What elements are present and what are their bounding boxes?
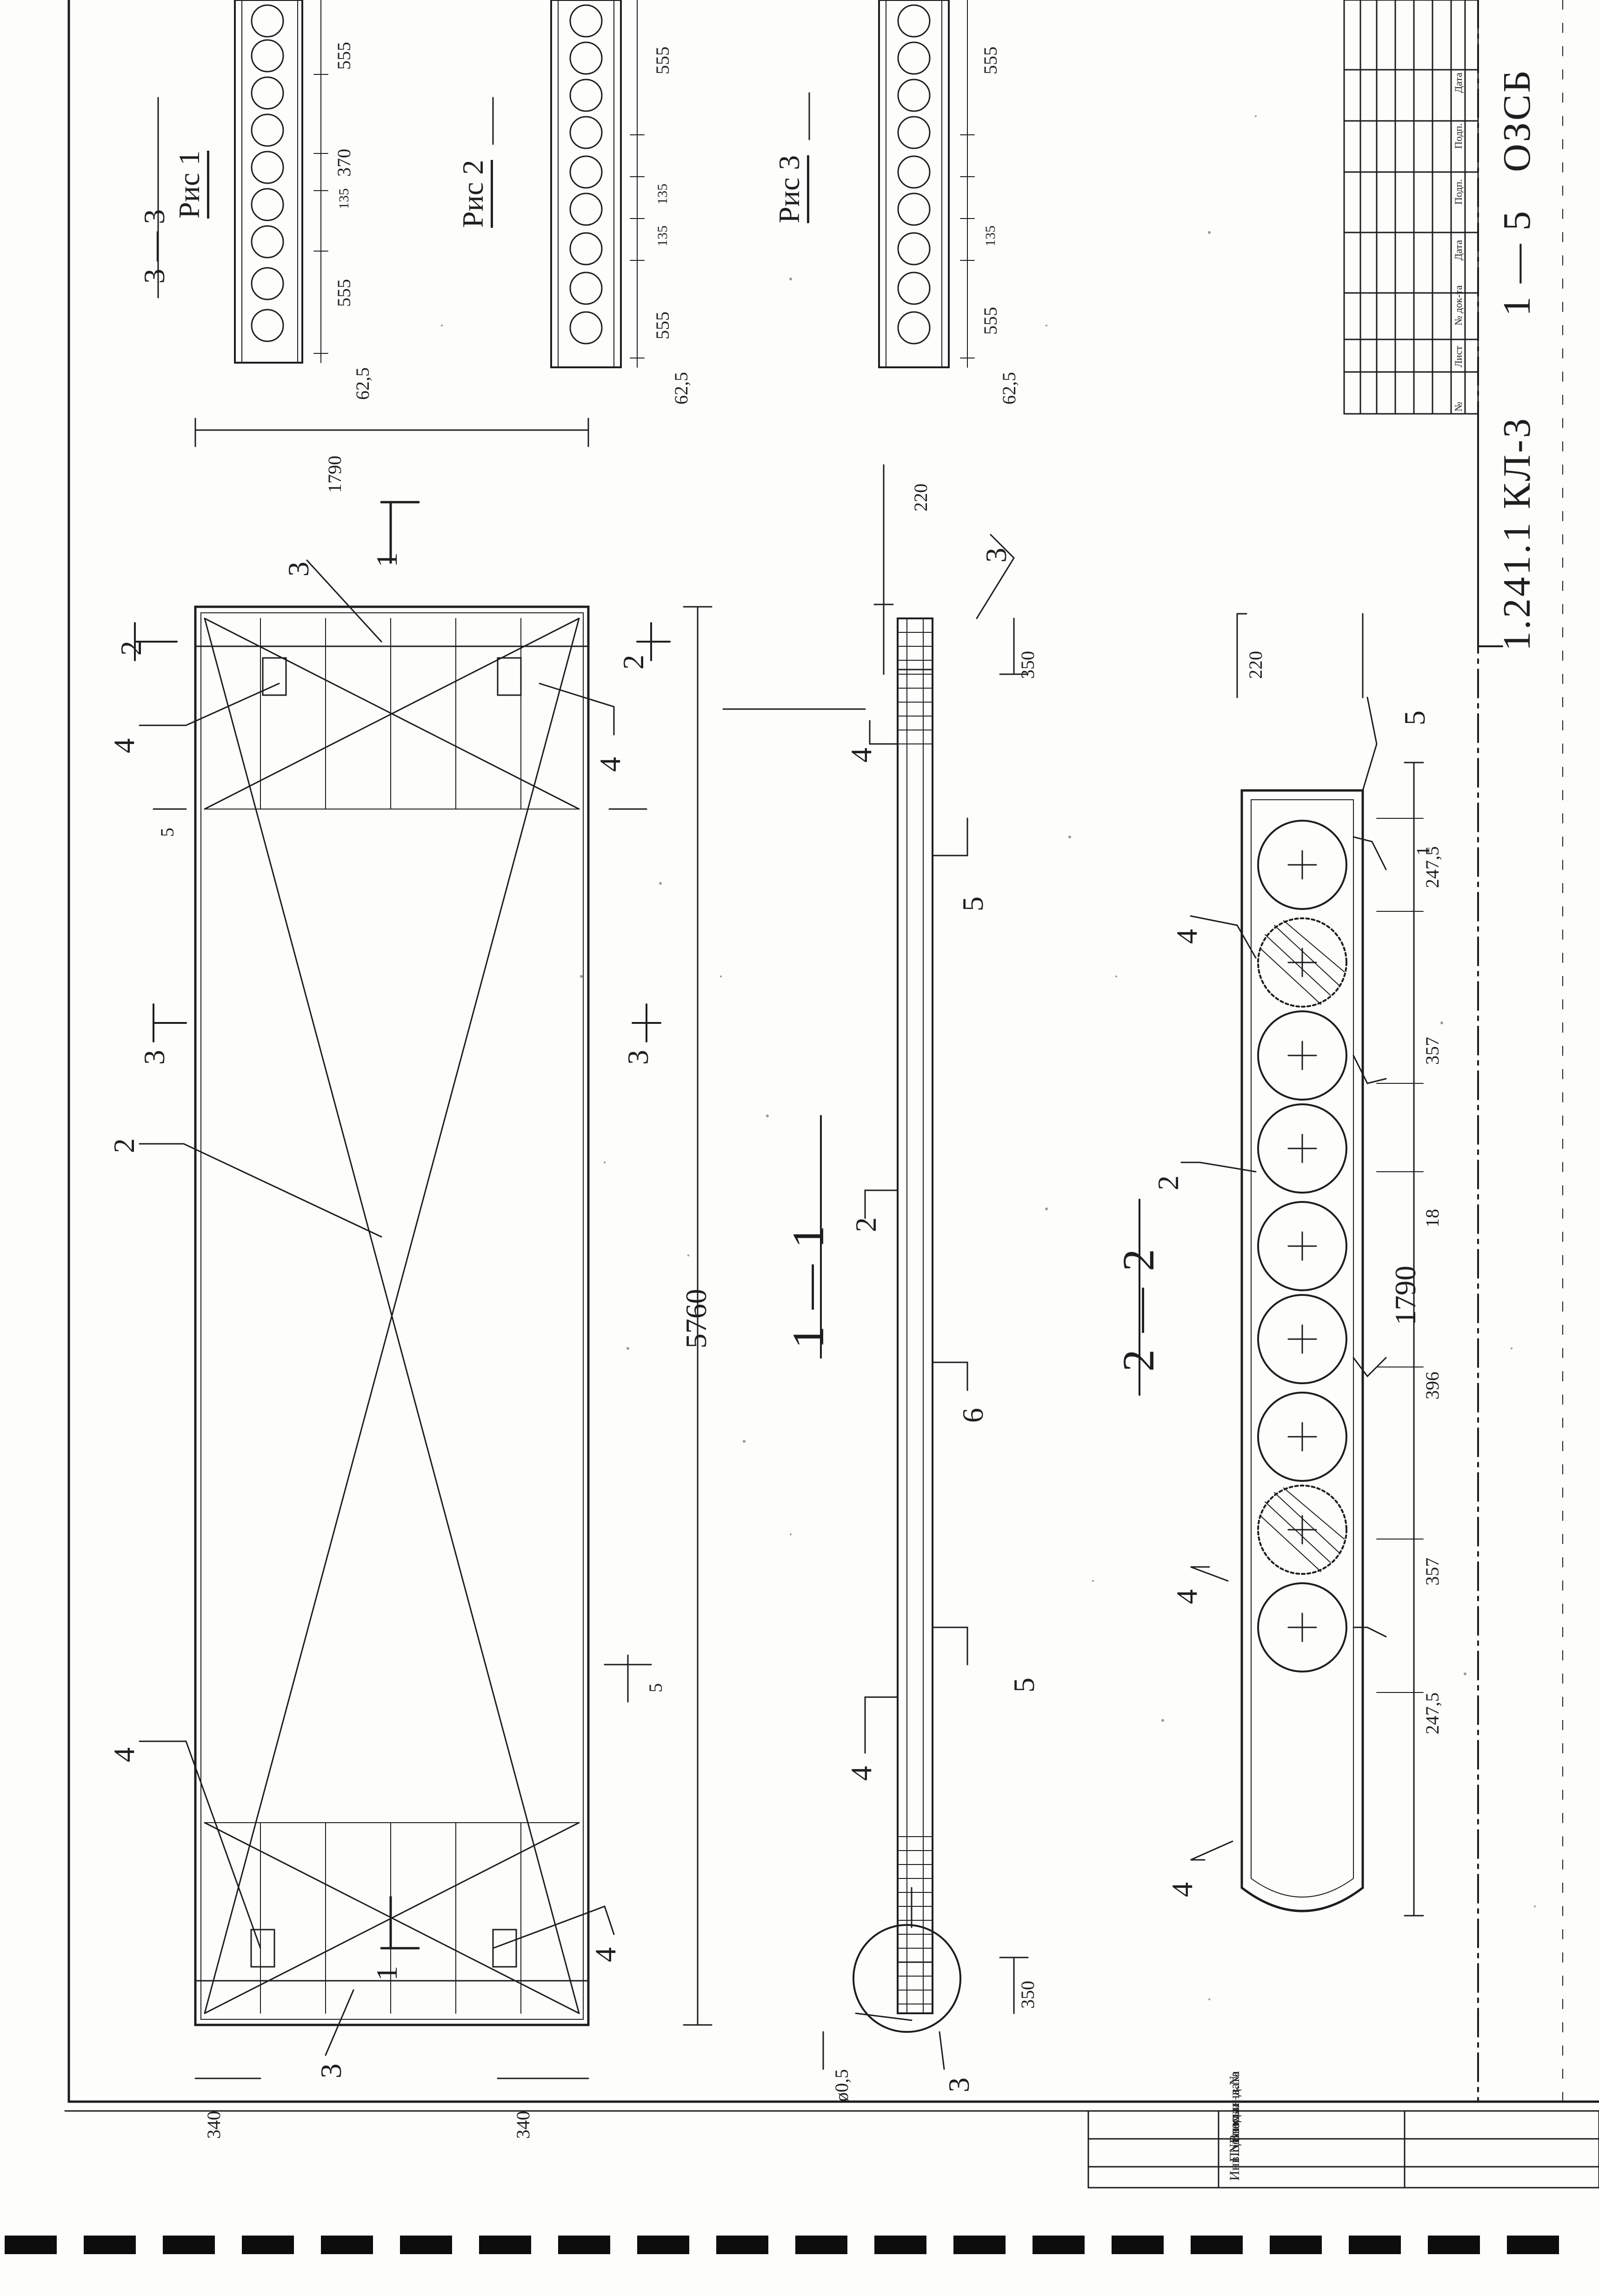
rib2-dim-555-b: 555: [652, 46, 673, 74]
dim-357-b: 357: [1422, 1558, 1443, 1586]
void-circles: [1257, 820, 1347, 1672]
callout-4-s22-c: 4: [1166, 1882, 1199, 1897]
drawing-code: 1.241.1 КЛ-3: [1495, 417, 1539, 651]
edge-dim-left: 340: [203, 2111, 224, 2139]
section-1-mark-top: 1: [370, 552, 403, 567]
title-block: [1343, 0, 1503, 647]
callout-4-plan-a: 4: [107, 738, 140, 753]
edge-dim-right: 340: [513, 2111, 533, 2139]
section-1-1: [722, 464, 1029, 2070]
callout-2-bottom: 2: [617, 655, 650, 670]
rib1-dim-370: 370: [333, 149, 354, 177]
callout-3-s11-b: 3: [942, 2077, 975, 2092]
section-5-mark-bottom: 5: [645, 1683, 666, 1692]
rib-details: [157, 0, 975, 368]
dim-247-5-b: 247,5: [1422, 1692, 1443, 1734]
callout-2-top: 2: [114, 641, 147, 656]
rib3-dim-135: 135: [983, 226, 998, 246]
tb-col-date-2: Дата: [1452, 73, 1464, 93]
section-2-2: [1139, 613, 1424, 1917]
callout-2-s22: 2: [1152, 1175, 1185, 1190]
callout-1-s22: 1: [1412, 846, 1433, 856]
callout-4-s11-b: 4: [845, 1766, 878, 1781]
plan-width-dim: 1790: [324, 456, 345, 493]
tb-col-doc: № док-та: [1452, 285, 1464, 325]
section-5-mark-top: 5: [157, 828, 178, 837]
section22-height-dim: 220: [1245, 651, 1266, 679]
tb-col-date: Дата: [1452, 240, 1464, 260]
section-width-dim: 1790: [1389, 1266, 1422, 1325]
callout-4-s22-b: 4: [1170, 1589, 1203, 1604]
callout-4-plan-b: 4: [593, 757, 626, 772]
scan-border-stripe: [0, 2227, 1599, 2260]
callout-5-s11-b: 5: [1007, 1678, 1040, 1692]
callout-2-s11: 2: [849, 1217, 882, 1232]
document-type: ОЗСБ: [1495, 68, 1539, 172]
section-3-mark-bottom: 3: [621, 1050, 654, 1065]
rib3-dim-555-b: 555: [980, 46, 1001, 74]
figure-2-label: Рис 2: [456, 159, 493, 228]
callout-5-s22-a: 5: [1398, 710, 1431, 725]
rib3-dim-62-5: 62,5: [999, 372, 1019, 405]
rib1-dim-62-5: 62,5: [352, 367, 373, 400]
dim-396: 396: [1422, 1372, 1443, 1400]
section-1-1-title: 1 — 1: [783, 1223, 833, 1348]
figure-1-label: Рис 1: [173, 150, 209, 219]
callout-5-s11-a: 5: [956, 896, 989, 911]
rib1-dim-555: 555: [333, 279, 354, 307]
section-1-mark-bottom: 1: [370, 1966, 403, 1981]
sheet-number: 1 — 5: [1495, 209, 1539, 316]
dim-357-a: 357: [1422, 1037, 1443, 1065]
section-2-2-title: 2 — 2: [1113, 1246, 1163, 1372]
callout-3-plan-b: 3: [314, 2064, 347, 2078]
rib1-dim-555-b: 555: [333, 42, 354, 70]
detail-ref: ø0,5: [831, 2069, 852, 2102]
rib2-dim-62-5: 62,5: [671, 372, 692, 405]
end-zone-dim-a: 350: [1017, 651, 1038, 679]
dim-18: 18: [1422, 1209, 1443, 1228]
tb-col-sign-2: Подп.: [1452, 123, 1464, 149]
plan-view: [134, 418, 713, 2079]
callout-2-leader: 2: [107, 1138, 140, 1153]
callout-4-s11-a: 4: [845, 748, 878, 763]
rib1-dim-135: 135: [336, 188, 352, 209]
section-3-3-title: 3 — 3: [138, 209, 171, 284]
callout-4-plan-c: 4: [107, 1747, 140, 1762]
figure-3-label: Рис 3: [773, 155, 809, 223]
callout-3-s11-a: 3: [979, 548, 1013, 563]
end-zone-dim-b: 350: [1017, 1981, 1038, 2009]
tb-col-num: №: [1452, 402, 1464, 411]
callout-4-s22-a: 4: [1170, 929, 1203, 944]
callout-6-s11: 6: [956, 1408, 989, 1423]
approval-table: [1087, 2110, 1599, 2189]
tb-col-sign: Подп.: [1452, 179, 1464, 205]
section-3-mark-top: 3: [138, 1050, 171, 1065]
callout-3-plan-a: 3: [282, 562, 315, 577]
tb-col-sheet: Лист: [1452, 345, 1464, 367]
section11-height-dim: 220: [910, 484, 931, 511]
rib2-dim-135-b: 135: [655, 184, 670, 205]
rib2-dim-555: 555: [652, 312, 673, 339]
side-vzam-inv: Взам.инв.№: [1227, 2071, 1242, 2143]
callout-4-plan-d: 4: [589, 1947, 622, 1962]
sheet-frame: [64, 0, 1599, 2112]
rib3-dim-555: 555: [980, 307, 1001, 335]
scan-speckle: [441, 115, 1536, 2000]
rib2-dim-135: 135: [655, 226, 670, 246]
overall-length-dim: 5760: [680, 1289, 713, 1348]
